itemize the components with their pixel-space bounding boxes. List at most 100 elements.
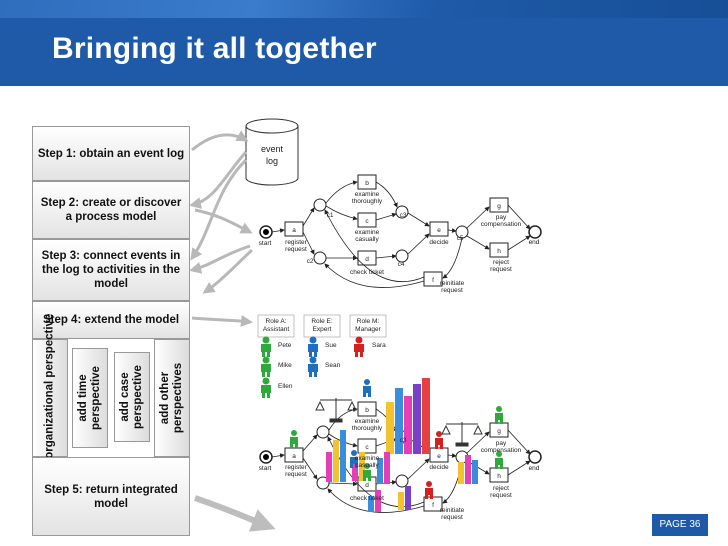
step-4-label: Step 4: extend the model bbox=[42, 314, 180, 326]
svg-text:d: d bbox=[365, 482, 369, 489]
event-log-label-2: log bbox=[266, 156, 278, 166]
person-icon-sean bbox=[308, 356, 318, 377]
connector-arrows bbox=[189, 130, 254, 327]
event-log-label-1: event bbox=[261, 144, 284, 154]
svg-text:c2: c2 bbox=[307, 258, 314, 265]
svg-text:examine: examine bbox=[355, 191, 380, 198]
perspective-organizational: add organizational perspective bbox=[32, 314, 68, 482]
bar-chart-icon-right bbox=[458, 455, 478, 484]
return-arrow bbox=[194, 495, 276, 532]
transition-f bbox=[423, 271, 443, 287]
svg-text:e: e bbox=[437, 227, 441, 234]
svg-text:register: register bbox=[285, 239, 308, 246]
bar-chart-icon-mid bbox=[352, 452, 390, 484]
person-icon-mike bbox=[261, 356, 271, 377]
person-icon-on-b bbox=[363, 379, 371, 397]
svg-text:request: request bbox=[441, 287, 463, 294]
person-icon-on-c bbox=[350, 450, 358, 468]
person-icon-on-e bbox=[435, 431, 443, 449]
person-icon-sara bbox=[354, 336, 364, 357]
svg-text:check ticket: check ticket bbox=[350, 495, 384, 502]
svg-text:reject: reject bbox=[493, 485, 509, 492]
svg-text:b: b bbox=[365, 180, 369, 187]
transition-e bbox=[429, 221, 449, 237]
person-icon-ellen bbox=[261, 377, 271, 398]
step-2-box: Step 2: create or discover a process mod… bbox=[32, 181, 190, 239]
person-icon-on-a bbox=[290, 430, 298, 448]
svg-text:request: request bbox=[490, 266, 512, 273]
place-c3 bbox=[395, 205, 409, 219]
end-place bbox=[528, 225, 542, 239]
svg-text:request: request bbox=[441, 514, 463, 521]
step-3-label: Step 3: connect events in the log to act… bbox=[41, 250, 181, 290]
svg-text:c: c bbox=[365, 444, 369, 451]
svg-text:request: request bbox=[285, 471, 307, 478]
bar-chart-icon-bottom bbox=[368, 486, 411, 512]
header-stripe bbox=[0, 0, 728, 18]
svg-text:end: end bbox=[529, 239, 540, 246]
process-model-bottom-labels: a b c d e f g h start register request e… bbox=[259, 407, 540, 521]
svg-text:reinitiate: reinitiate bbox=[440, 507, 465, 514]
step-4-box: Step 4: extend the model bbox=[32, 301, 190, 339]
svg-text:thoroughly: thoroughly bbox=[352, 198, 383, 205]
person-icon-sue bbox=[308, 336, 318, 357]
person-name-sara: Sara bbox=[372, 342, 386, 349]
svg-text:reject: reject bbox=[493, 259, 509, 266]
page-number: PAGE 36 bbox=[652, 514, 708, 536]
svg-text:pay: pay bbox=[496, 440, 507, 447]
svg-text:f: f bbox=[432, 502, 434, 509]
svg-text:a: a bbox=[292, 453, 296, 460]
event-log-icon: event log bbox=[245, 118, 299, 186]
person-name-sue: Sue bbox=[325, 342, 337, 349]
process-model-top-labels: a b c d e f g h start register request e… bbox=[259, 180, 540, 294]
svg-text:compensation: compensation bbox=[481, 447, 522, 454]
person-icon-pete bbox=[261, 336, 271, 357]
svg-text:h: h bbox=[497, 248, 501, 255]
svg-text:examine: examine bbox=[355, 229, 380, 236]
svg-text:reinitiate: reinitiate bbox=[440, 280, 465, 287]
step-5-box: Step 5: return integrated model bbox=[32, 457, 190, 536]
svg-text:c4: c4 bbox=[398, 261, 405, 268]
svg-text:f: f bbox=[432, 277, 434, 284]
svg-text:d: d bbox=[365, 256, 369, 263]
step-1-label: Step 1: obtain an event log bbox=[37, 147, 185, 160]
step-5-label: Step 5: return integrated model bbox=[44, 483, 178, 510]
svg-text:check ticket: check ticket bbox=[350, 269, 384, 276]
bar-chart-icon-center bbox=[386, 378, 430, 454]
person-name-mike: Mike bbox=[278, 362, 292, 369]
bar-chart-icon-left bbox=[326, 430, 346, 482]
svg-text:c3: c3 bbox=[400, 212, 407, 219]
svg-text:h: h bbox=[497, 473, 501, 480]
svg-text:g: g bbox=[497, 203, 501, 210]
svg-text:request: request bbox=[490, 492, 512, 499]
svg-text:pay: pay bbox=[496, 214, 507, 221]
person-icon-on-f bbox=[425, 481, 433, 499]
svg-text:c1: c1 bbox=[327, 212, 334, 219]
svg-text:casually: casually bbox=[355, 462, 379, 469]
svg-text:c3: c3 bbox=[400, 437, 407, 444]
transition-a bbox=[284, 221, 304, 237]
svg-text:examine: examine bbox=[355, 418, 380, 425]
svg-text:casually: casually bbox=[355, 236, 379, 243]
person-name-pete: Pete bbox=[278, 342, 292, 349]
role-e-title-2: Expert bbox=[313, 326, 332, 333]
svg-text:start: start bbox=[259, 240, 272, 247]
role-a-box bbox=[257, 314, 295, 338]
role-e-box bbox=[303, 314, 341, 338]
person-name-ellen: Ellen bbox=[278, 383, 293, 390]
person-icon-on-g bbox=[495, 406, 503, 424]
svg-text:decide: decide bbox=[429, 464, 449, 471]
perspective-time: add time perspective bbox=[72, 348, 108, 448]
perspective-case: add case perspective bbox=[114, 352, 150, 442]
svg-text:end: end bbox=[529, 465, 540, 472]
steps-panel: Step 1: obtain an event log Step 2: crea… bbox=[32, 126, 190, 536]
svg-text:decide: decide bbox=[429, 239, 449, 246]
role-a-title-1: Role A: bbox=[266, 318, 287, 325]
person-name-sean: Sean bbox=[325, 362, 341, 369]
role-m-title-1: Role M: bbox=[357, 318, 380, 325]
svg-text:b: b bbox=[365, 407, 369, 414]
svg-text:a: a bbox=[292, 227, 296, 234]
place-c2 bbox=[313, 251, 327, 265]
svg-text:request: request bbox=[285, 246, 307, 253]
